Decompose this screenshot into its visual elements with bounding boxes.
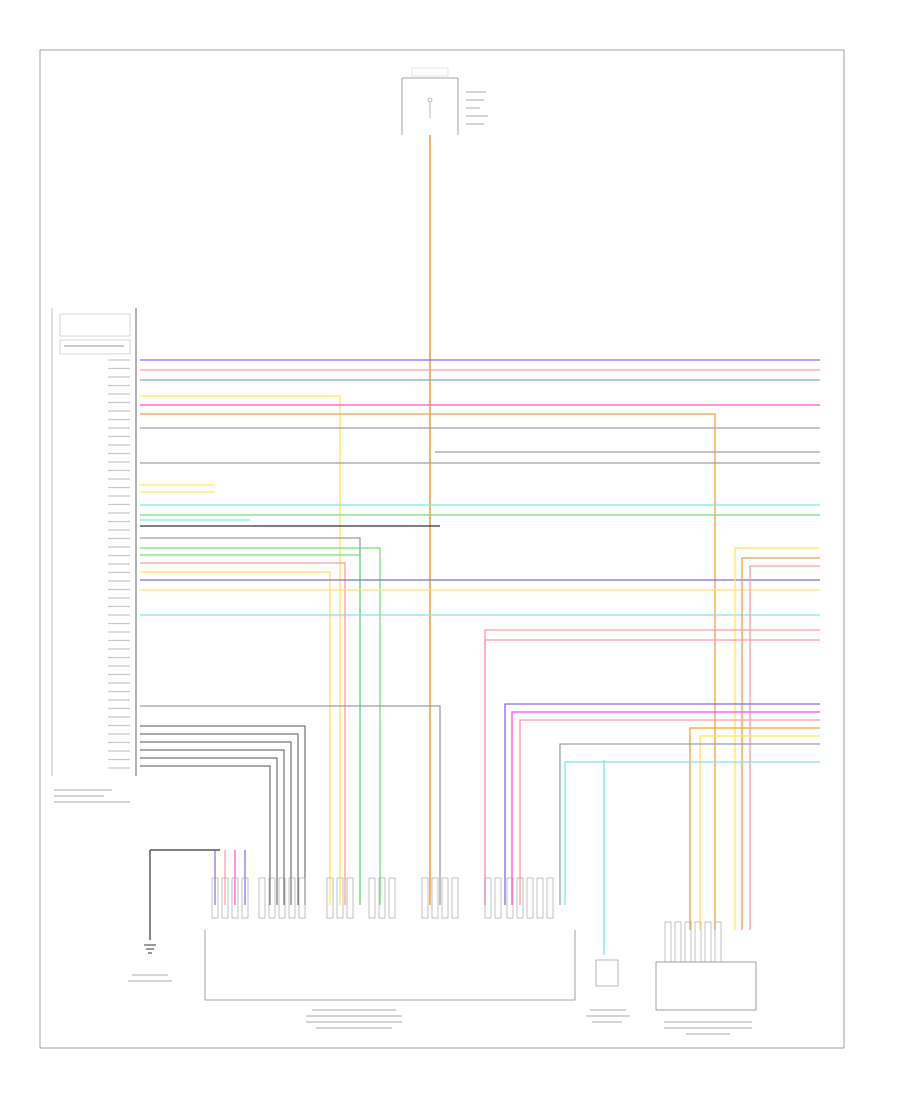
control-module [51, 308, 137, 803]
connector-group [211, 877, 722, 963]
wire-right-riser-11 [559, 743, 820, 905]
wire-right-riser-7 [511, 711, 820, 905]
connector-pin-5 [258, 877, 266, 919]
connector-pin-3 [231, 877, 239, 919]
wire-right-riser-3 [749, 565, 820, 930]
connector-pin-11 [336, 877, 344, 919]
connector-pin-32 [714, 921, 722, 963]
connector-pin-14 [378, 877, 386, 919]
wire-harness-19 [140, 562, 346, 905]
wire-module-output-1 [140, 725, 306, 905]
wire-group [140, 135, 820, 955]
wire-module-output-3 [140, 741, 292, 905]
junction-box [204, 930, 576, 1029]
connector-pin-7 [278, 877, 286, 919]
connector-pin-22 [506, 877, 514, 919]
wire-harness-24 [140, 705, 441, 905]
connector-pin-2 [221, 877, 229, 919]
connector-pin-24 [526, 877, 534, 919]
wire-module-output-5 [140, 757, 278, 905]
connector-pin-26 [546, 877, 554, 919]
connector-pin-27 [664, 921, 672, 963]
connector-pin-20 [484, 877, 492, 919]
connector-pin-21 [494, 877, 502, 919]
wire-module-output-4 [140, 749, 285, 905]
connector-pin-10 [326, 877, 334, 919]
wire-right-riser-6 [504, 703, 820, 905]
connector-pin-4 [241, 877, 249, 919]
wire-harness-17 [140, 547, 381, 905]
connector-pin-17 [431, 877, 439, 919]
wire-module-output-6 [140, 765, 271, 905]
wire-right-riser-5 [484, 639, 820, 905]
wire-right-riser-9 [689, 727, 820, 930]
connector-pin-25 [536, 877, 544, 919]
connector-pin-13 [368, 877, 376, 919]
wire-harness-4 [140, 395, 341, 905]
connector-pin-8 [288, 877, 296, 919]
wire-right-riser-8 [519, 719, 820, 905]
wire-right-riser-2 [741, 557, 820, 930]
wire-right-riser-4 [484, 629, 820, 905]
connector-pin-30 [694, 921, 702, 963]
connector-pin-12 [346, 877, 354, 919]
ground-symbol [128, 849, 220, 982]
connector-pin-18 [441, 877, 449, 919]
diagram-frame [39, 49, 845, 1049]
wire-harness-18 [140, 554, 361, 905]
connector-pin-6 [268, 877, 276, 919]
sensor-component [586, 959, 630, 1023]
connector-pin-1 [211, 877, 219, 919]
control-module-pin-labels [108, 359, 130, 769]
connector-pin-9 [298, 877, 306, 919]
wire-harness-20 [140, 571, 331, 905]
wire-module-output-2 [140, 733, 299, 905]
wire-right-riser-10 [699, 735, 820, 930]
wire-harness-6 [140, 413, 716, 930]
connector-pin-19 [451, 877, 459, 919]
connector-pin-23 [516, 877, 524, 919]
connector-pin-15 [388, 877, 396, 919]
connector-pin-28 [674, 921, 682, 963]
top-fuse-block [401, 67, 488, 135]
right-module [655, 961, 757, 1035]
connector-pin-31 [704, 921, 712, 963]
connector-pin-16 [421, 877, 429, 919]
wire-right-riser-12 [564, 761, 820, 905]
connector-pin-29 [684, 921, 692, 963]
wire-right-riser-1 [734, 547, 820, 930]
